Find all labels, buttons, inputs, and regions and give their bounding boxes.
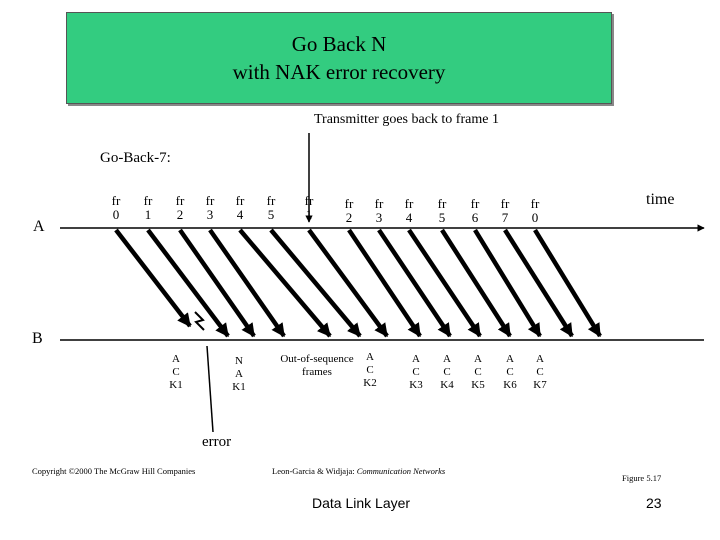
frame-label-number: 6	[471, 210, 479, 225]
error-label: error	[202, 434, 232, 450]
frame-label-prefix: fr	[175, 193, 185, 208]
out-of-sequence-line-2: frames	[302, 366, 332, 378]
frame-arrows	[114, 228, 602, 338]
frame-label-prefix: fr	[470, 196, 480, 211]
citation: Leon-Garcia & Widjaja: Communication Net…	[272, 466, 445, 476]
response-label: ACK3	[409, 353, 423, 391]
frame-arrow	[208, 228, 286, 338]
error-marker	[194, 311, 205, 331]
frame-label-number: 4	[405, 210, 413, 225]
frame-label-number: 2	[176, 207, 184, 222]
transmitter-note: Transmitter goes back to frame 1	[314, 112, 499, 127]
copyright-text: Copyright ©2000 The McGraw Hill Companie…	[32, 466, 196, 476]
protocol-label: Go-Back-7:	[100, 150, 171, 166]
out-of-sequence-label: Out-of-sequence frames	[272, 353, 362, 379]
station-a-label: A	[33, 218, 45, 235]
frame-arrow	[178, 228, 256, 338]
response-label: ACK7	[533, 353, 547, 391]
frame-arrow	[533, 228, 602, 338]
frame-arrow	[238, 228, 332, 338]
response-label: ACK4	[440, 353, 454, 391]
response-label: NAK1	[232, 355, 246, 393]
title-box: Go Back N with NAK error recovery	[66, 12, 612, 104]
page-number: 23	[646, 495, 662, 511]
title-line-2: with NAK error recovery	[232, 60, 446, 84]
station-b-label: B	[32, 330, 43, 347]
response-label: ACK5	[471, 353, 485, 391]
frame-label-prefix: fr	[374, 196, 384, 211]
frame-label-prefix: fr	[266, 193, 276, 208]
frame-label-number: 0	[531, 210, 539, 225]
frame-label-prefix: fr	[404, 196, 414, 211]
footer-title: Data Link Layer	[312, 495, 411, 511]
frame-label-prefix: fr	[304, 193, 314, 208]
frame-label-number: 3	[375, 210, 383, 225]
frame-label-number: 2	[345, 210, 353, 225]
frame-arrow	[269, 228, 362, 338]
frame-arrow	[347, 228, 422, 338]
frame-label-prefix: fr	[111, 193, 121, 208]
frame-label-number: 0	[112, 207, 120, 222]
citation-authors: Leon-Garcia & Widjaja:	[272, 466, 355, 476]
frame-label-prefix: fr	[344, 196, 354, 211]
response-label: ACK1	[169, 353, 183, 391]
frame-label-prefix: fr	[143, 193, 153, 208]
figure-number: Figure 5.17	[622, 473, 662, 483]
error-pointer-line	[206, 345, 214, 433]
title-line-1: Go Back N	[291, 32, 387, 56]
frame-label-number: 5	[438, 210, 446, 225]
frame-label-number: 7	[501, 210, 509, 225]
frame-label-prefix: fr	[437, 196, 447, 211]
time-label: time	[646, 191, 675, 208]
frame-label-prefix: fr	[500, 196, 510, 211]
frame-arrow	[307, 228, 389, 338]
frame-label-number: 1	[144, 207, 152, 222]
frame-label-number: 4	[236, 207, 244, 222]
response-label: ACK6	[503, 353, 517, 391]
frame-arrow	[377, 228, 452, 338]
frame-label-prefix: fr	[235, 193, 245, 208]
frame-label-number: 1	[305, 207, 313, 222]
frame-label-prefix: fr	[205, 193, 215, 208]
frame-label-prefix: fr	[530, 196, 540, 211]
frame-arrow	[440, 228, 512, 338]
frame-arrow	[503, 228, 574, 338]
frame-label-number: 3	[206, 207, 214, 222]
frame-label-number: 5	[267, 207, 275, 222]
out-of-sequence-line-1: Out-of-sequence	[280, 353, 354, 365]
frame-arrow	[114, 228, 192, 328]
citation-book: Communication Networks	[356, 466, 446, 476]
frame-arrow	[407, 228, 482, 338]
frame-arrow	[146, 228, 230, 338]
response-label: ACK2	[363, 351, 377, 389]
frame-arrow	[473, 228, 542, 338]
